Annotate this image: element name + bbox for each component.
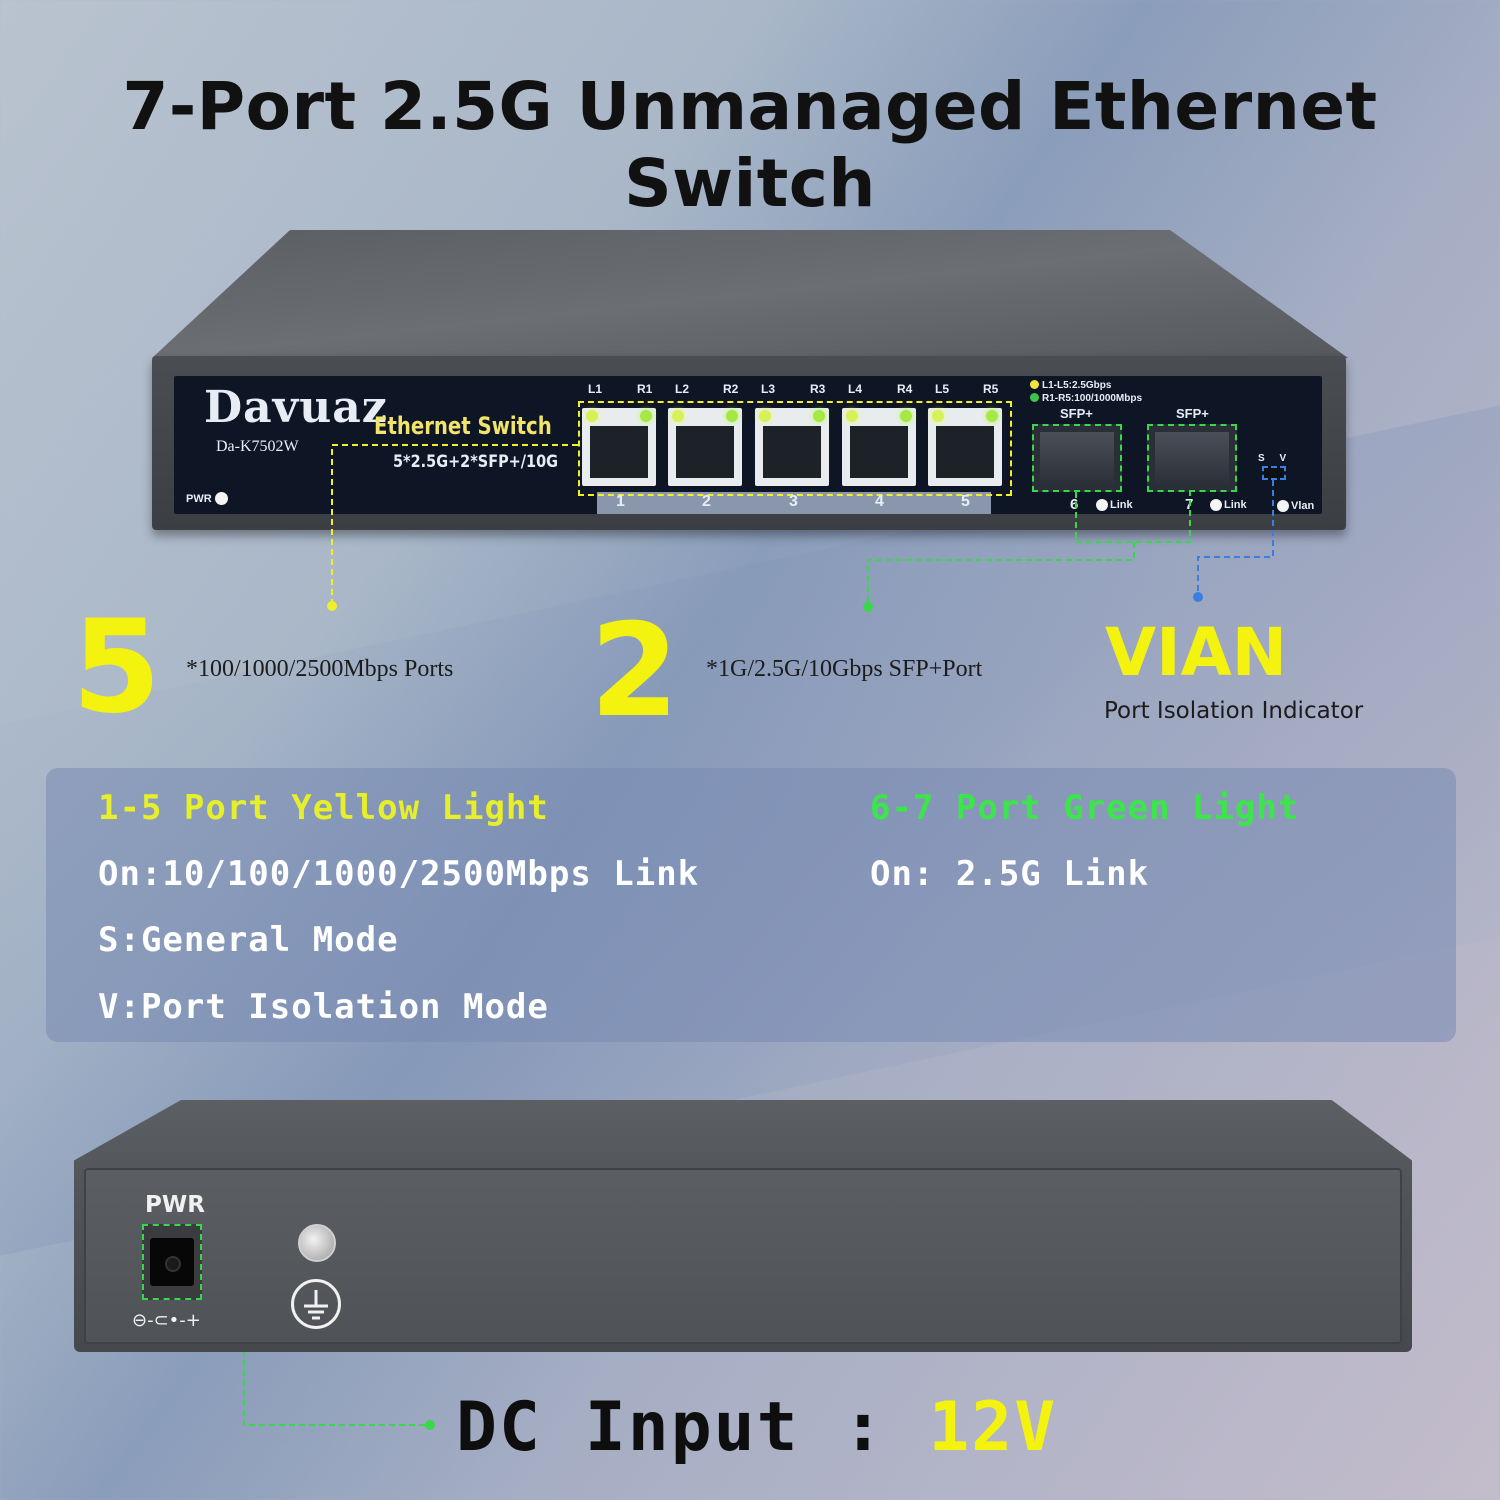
port-socket <box>936 426 994 478</box>
right-line-1: On: 2.5G Link <box>870 854 1150 894</box>
dc-input-callout: DC Input : 12V <box>456 1388 1057 1467</box>
port-number-3: 3 <box>789 493 798 510</box>
link-led-dot <box>1210 499 1222 511</box>
left-line-2: S:General Mode <box>98 920 399 960</box>
port-led-right <box>640 410 652 422</box>
rear-pwr-label: PWR <box>145 1192 205 1218</box>
sfp-label-7: SFP+ <box>1176 406 1209 421</box>
vlan-led-label: Vlan <box>1291 500 1315 512</box>
vlan-led: Vlan <box>1277 500 1314 512</box>
sfp-number-7: 7 <box>1185 496 1194 513</box>
link-led-dot <box>1096 499 1108 511</box>
link-led-7: Link <box>1210 499 1247 511</box>
sfp-number-6: 6 <box>1070 496 1079 513</box>
led-label-l2: L2 <box>675 382 690 396</box>
led-label-r5: R5 <box>983 382 999 396</box>
port-led-left <box>586 410 598 422</box>
power-led-label: PWR <box>186 492 212 505</box>
device-rear-face <box>84 1168 1402 1344</box>
port-number-strip <box>597 492 991 514</box>
led-label-l4: L4 <box>848 382 863 396</box>
power-led: PWR <box>186 492 228 505</box>
led-label-r3: R3 <box>810 382 826 396</box>
polarity-icon: ⊖-⊂•-+ <box>132 1310 201 1331</box>
sfp-label-6: SFP+ <box>1060 406 1093 421</box>
ports-count: 5 <box>72 593 162 742</box>
right-heading: 6-7 Port Green Light <box>870 788 1300 828</box>
rj45-port-1[interactable] <box>582 408 656 486</box>
green-dot-icon <box>1030 393 1039 402</box>
led-legend-row: L1-L5:2.5Gbps <box>1030 379 1142 392</box>
dc-power-jack[interactable] <box>142 1224 202 1300</box>
sv-switch-label: S V <box>1258 453 1293 464</box>
led-legend-l: L1-L5:2.5Gbps <box>1042 380 1112 391</box>
ground-screw-icon <box>298 1224 336 1262</box>
led-label-r4: R4 <box>897 382 913 396</box>
left-line-1: On:10/100/1000/2500Mbps Link <box>98 854 700 894</box>
sfp-cage <box>1155 432 1229 484</box>
page-title: 7-Port 2.5G Unmanaged Ethernet Switch <box>122 68 1378 222</box>
port-number-4: 4 <box>875 493 884 510</box>
led-legend: L1-L5:2.5Gbps R1-R5:100/1000Mbps <box>1030 379 1142 405</box>
power-led-dot <box>214 492 228 505</box>
port-led-right <box>986 410 998 422</box>
port-led-left <box>759 410 771 422</box>
led-label-l3: L3 <box>761 382 776 396</box>
model-number: Da-K7502W <box>216 438 299 455</box>
led-legend-row: R1-R5:100/1000Mbps <box>1030 392 1142 405</box>
rj45-port-4[interactable] <box>842 408 916 486</box>
sv-mode-switch[interactable] <box>1262 466 1286 480</box>
vian-title: VIAN <box>1105 614 1287 691</box>
dc-input-value: 12V <box>928 1388 1058 1467</box>
link-led-6: Link <box>1096 499 1133 511</box>
rj45-highlight-box <box>578 401 1012 496</box>
led-label-l1: L1 <box>588 382 603 396</box>
left-heading: 1-5 Port Yellow Light <box>98 788 549 828</box>
ports-description: *100/1000/2500Mbps Ports <box>186 656 454 682</box>
device-top-cover <box>152 230 1348 358</box>
port-led-right <box>900 410 912 422</box>
panel-subtitle: 5*2.5G+2*SFP+/10G <box>393 452 559 472</box>
vian-description: Port Isolation Indicator <box>1104 698 1364 724</box>
port-socket <box>763 426 821 478</box>
rj45-port-5[interactable] <box>928 408 1002 486</box>
panel-title: Ethernet Switch <box>374 412 552 440</box>
port-led-right <box>813 410 825 422</box>
ground-symbol-icon <box>291 1279 341 1329</box>
yellow-dot-icon <box>1030 380 1039 389</box>
link-led-label: Link <box>1110 499 1133 511</box>
port-socket <box>676 426 734 478</box>
brand-logo: Davuaz <box>204 382 388 433</box>
rj45-port-2[interactable] <box>668 408 742 486</box>
led-label-r2: R2 <box>723 382 739 396</box>
port-number-5: 5 <box>961 493 970 510</box>
port-number-2: 2 <box>702 493 711 510</box>
link-led-label: Link <box>1224 499 1247 511</box>
dc-input-label: DC Input : <box>456 1388 886 1467</box>
led-label-r1: R1 <box>637 382 653 396</box>
sfp-port-6[interactable] <box>1032 424 1122 492</box>
ground-symbol-glyph <box>304 1290 328 1320</box>
led-legend-r: R1-R5:100/1000Mbps <box>1042 393 1143 404</box>
port-led-left <box>672 410 684 422</box>
port-socket <box>850 426 908 478</box>
sfp-count: 2 <box>590 597 680 746</box>
info-panel <box>46 768 1456 1042</box>
port-led-left <box>846 410 858 422</box>
led-label-l5: L5 <box>935 382 950 396</box>
port-socket <box>590 426 648 478</box>
vlan-led-dot <box>1277 500 1289 512</box>
left-line-3: V:Port Isolation Mode <box>98 987 549 1027</box>
sfp-port-7[interactable] <box>1147 424 1237 492</box>
port-led-right <box>726 410 738 422</box>
port-led-left <box>932 410 944 422</box>
jack-pin <box>165 1256 181 1272</box>
sfp-cage <box>1040 432 1114 484</box>
sfp-description: *1G/2.5G/10Gbps SFP+Port <box>706 656 983 682</box>
rj45-port-3[interactable] <box>755 408 829 486</box>
port-number-1: 1 <box>616 493 625 510</box>
